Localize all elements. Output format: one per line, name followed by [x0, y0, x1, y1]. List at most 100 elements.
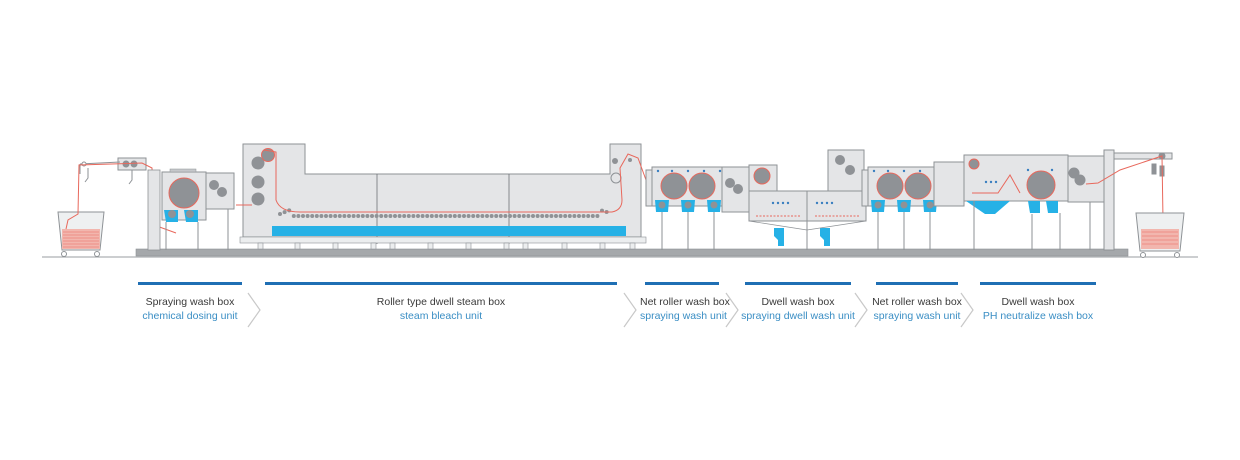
small-roller: [457, 214, 462, 218]
small-roller: [549, 214, 554, 218]
small-roller: [494, 214, 499, 218]
chevron-right-icon: [247, 292, 261, 328]
small-roller: [577, 214, 581, 218]
small-roller: [397, 214, 402, 218]
small-roller: [333, 214, 338, 218]
small-roller: [448, 214, 453, 218]
small-roller: [406, 214, 411, 218]
chevron-right-icon: [623, 292, 637, 328]
small-roller: [512, 214, 517, 218]
small-roller: [319, 214, 324, 218]
stage-bar: [876, 282, 958, 285]
small-roller: [554, 214, 558, 218]
support-leg: [257, 242, 264, 250]
support-leg: [294, 242, 301, 250]
small-roller: [480, 214, 485, 218]
small-roller: [471, 214, 476, 218]
stage-subtitle: chemical dosing unit: [142, 310, 238, 322]
stage-bar: [980, 282, 1096, 285]
dwell-steam-box-unit: [236, 143, 647, 250]
small-roller: [374, 214, 379, 218]
stage-title: Net roller wash box: [640, 296, 730, 308]
small-roller: [452, 214, 457, 218]
support-leg: [522, 242, 529, 250]
dwell-roller-bed: [278, 208, 609, 218]
chevron-right-icon: [725, 292, 739, 328]
stage-label-3: Net roller wash box spraying wash unit: [640, 282, 730, 323]
small-roller: [328, 214, 333, 218]
support-leg: [332, 242, 339, 250]
small-roller: [416, 214, 420, 218]
small-roller: [356, 214, 361, 218]
stage-bar: [645, 282, 719, 285]
small-roller: [402, 214, 407, 218]
small-roller: [347, 214, 351, 218]
spraying-wash-box-unit: [147, 168, 235, 251]
small-roller: [581, 214, 586, 218]
small-roller: [540, 214, 545, 218]
stage-subtitle: spraying wash unit: [873, 310, 961, 322]
small-roller: [305, 214, 310, 218]
small-roller: [531, 214, 535, 218]
exit-tower: [1103, 149, 1173, 251]
small-roller: [429, 214, 434, 218]
small-roller: [462, 214, 466, 218]
stage-bar: [265, 282, 617, 285]
small-roller: [393, 214, 397, 218]
small-roller: [296, 214, 301, 218]
support-leg: [629, 242, 636, 250]
small-roller: [434, 214, 439, 218]
small-roller: [278, 212, 282, 216]
chevron-right-icon: [854, 292, 868, 328]
exit-fabric-cart: [1135, 212, 1185, 258]
stage-bar: [138, 282, 242, 285]
small-roller: [388, 214, 393, 218]
small-roller: [411, 214, 416, 218]
small-roller: [425, 214, 430, 218]
small-roller: [489, 214, 494, 218]
stage-label-2: Roller type dwell steam box steam bleach…: [264, 282, 618, 323]
support-leg: [503, 242, 510, 250]
small-roller: [563, 214, 568, 218]
support-leg: [389, 242, 396, 250]
small-roller: [342, 214, 347, 218]
stage-label-1: Spraying wash box chemical dosing unit: [130, 282, 250, 323]
small-roller: [291, 214, 296, 218]
stage-title: Net roller wash box: [872, 296, 962, 308]
small-roller: [595, 214, 600, 218]
small-roller: [301, 214, 305, 218]
entry-fabric-cart: [57, 211, 105, 257]
small-roller: [337, 214, 342, 218]
small-roller: [544, 214, 549, 218]
stage-subtitle: steam bleach unit: [399, 310, 483, 322]
dwell-wash-box-ph: [933, 154, 1107, 250]
small-roller: [383, 214, 388, 218]
small-roller: [521, 214, 526, 218]
small-roller: [324, 214, 328, 218]
stage-title: Roller type dwell steam box: [376, 296, 506, 308]
small-roller: [526, 214, 531, 218]
stage-title: Dwell wash box: [1001, 296, 1075, 308]
small-roller: [590, 214, 595, 218]
small-roller: [443, 214, 448, 218]
support-leg: [427, 242, 434, 250]
dwell-wash-box-1: [721, 149, 867, 250]
stage-subtitle: PH neutralize wash box: [982, 310, 1094, 322]
support-leg: [465, 242, 472, 250]
small-roller: [485, 214, 489, 218]
stage-subtitle: spraying wash unit: [640, 310, 727, 322]
stage-label-5: Net roller wash box spraying wash unit: [870, 282, 964, 323]
small-roller: [508, 214, 512, 218]
small-roller: [586, 214, 591, 218]
small-roller: [503, 214, 508, 218]
small-roller: [310, 214, 315, 218]
net-roller-wash-box-2: [861, 166, 947, 250]
stage-label-4: Dwell wash box spraying dwell wash unit: [740, 282, 856, 323]
chevron-right-icon: [960, 292, 974, 328]
small-roller: [558, 214, 563, 218]
fabric-path-steam: [236, 149, 647, 213]
small-roller: [370, 214, 374, 218]
small-roller: [475, 214, 480, 218]
small-roller: [379, 214, 384, 218]
